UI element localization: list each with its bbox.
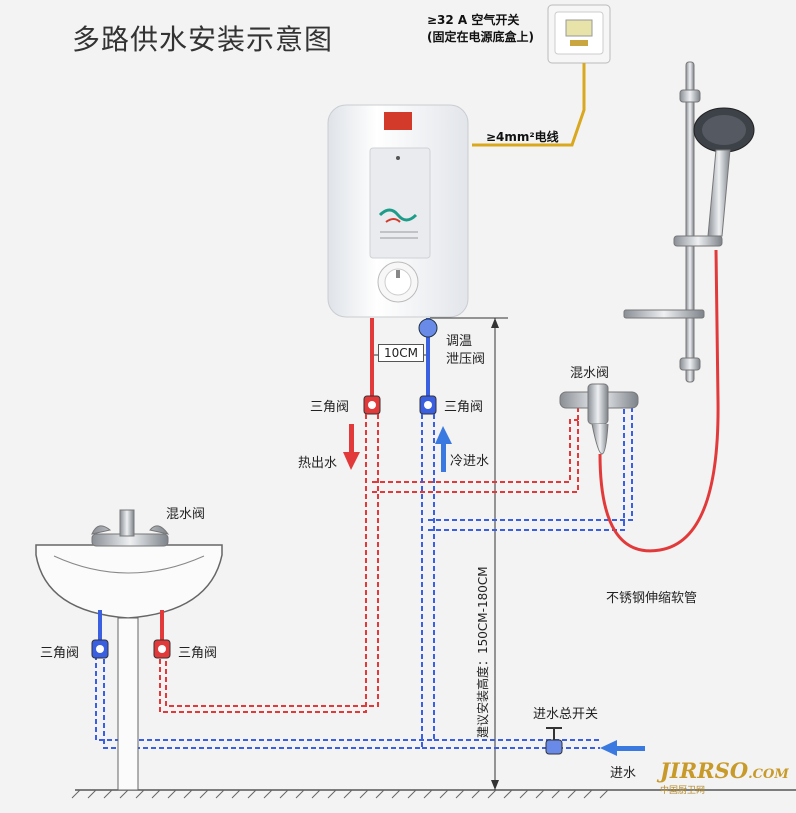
floor <box>71 789 796 799</box>
shower-mixer-label: 混水阀 <box>570 366 610 381</box>
watermark-domain: .COM <box>748 767 789 782</box>
angle-valve-cold <box>419 395 437 415</box>
cold-pipe-solid <box>418 318 438 398</box>
height-dimension <box>430 317 508 790</box>
inlet-arrow <box>600 740 645 756</box>
wash-basin <box>35 544 223 791</box>
shower-mixer <box>559 383 639 455</box>
shower-rail <box>623 61 723 383</box>
pressure-valve-label-2: 泄压阀 <box>446 352 486 367</box>
watermark-cn: 中国厨卫网 <box>660 786 706 796</box>
power-wire <box>472 63 586 147</box>
watermark-logo: JIRRSO <box>660 758 749 783</box>
cold-in-label: 冷进水 <box>450 454 490 469</box>
hot-out-arrow <box>343 424 360 470</box>
cold-pipe-dashed <box>95 408 633 749</box>
breaker-rating: ≥32 A 空气开关 <box>427 13 520 27</box>
inlet-label: 进水 <box>610 766 637 781</box>
page-title: 多路供水安装示意图 <box>72 23 334 56</box>
angle-valve-hot-label: 三角阀 <box>310 400 350 415</box>
sink-angle-valve-hot <box>153 639 171 659</box>
sink-mixer-label: 混水阀 <box>166 507 206 522</box>
angle-valve-hot <box>363 395 381 415</box>
hot-out-label: 热出水 <box>298 456 338 471</box>
wire-label: ≥4mm²电线 <box>486 130 559 144</box>
breaker-label: ≥32 A 空气开关 (固定在电源底盒上) <box>427 12 534 46</box>
water-heater <box>327 104 469 318</box>
angle-valve-cold-label: 三角阀 <box>444 400 484 415</box>
shower-hose <box>598 249 720 553</box>
cold-in-arrow <box>435 426 452 472</box>
watermark: JIRRSO.COM 中国厨卫网 <box>660 758 789 796</box>
shower-head <box>693 107 755 237</box>
main-inlet-switch <box>545 727 563 755</box>
ten-cm-label: 10CM <box>378 344 425 362</box>
hose-label: 不锈钢伸缩软管 <box>606 591 698 606</box>
sink-angle-valve-hot-label: 三角阀 <box>178 646 218 661</box>
sink-angle-valve-cold <box>91 639 109 659</box>
height-label: 建议安装高度：150CM-180CM <box>476 566 490 738</box>
sink-angle-valve-cold-label: 三角阀 <box>40 646 80 661</box>
main-switch-label: 进水总开关 <box>533 707 599 722</box>
sink-faucet <box>91 509 170 547</box>
breaker-note: (固定在电源底盒上) <box>427 30 534 44</box>
air-switch-box <box>547 4 611 64</box>
pressure-valve-label-1: 调温 <box>446 334 473 349</box>
hot-pipe-dashed <box>159 408 579 713</box>
